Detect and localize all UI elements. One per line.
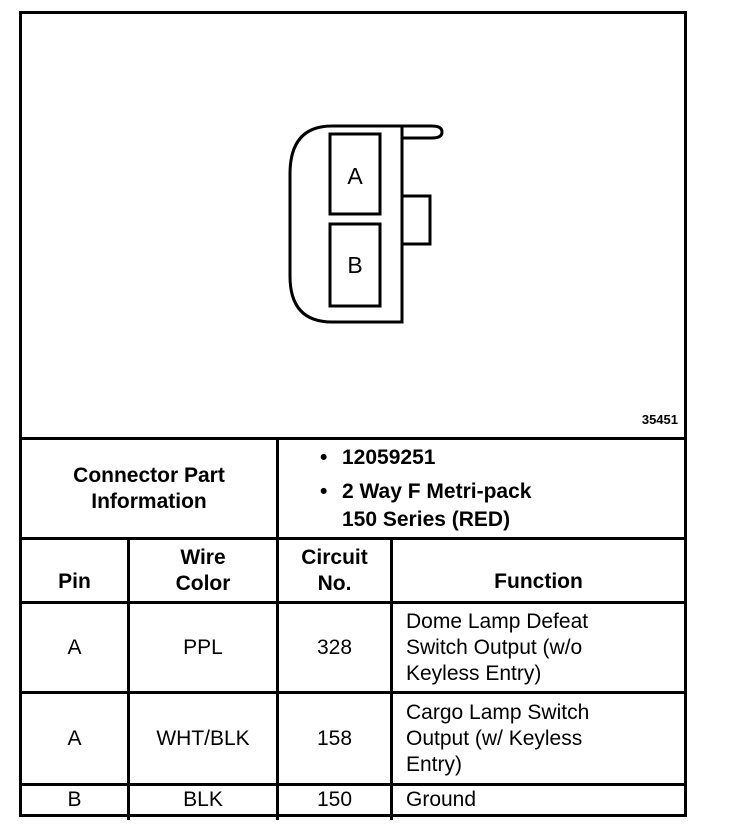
divider [22,437,684,440]
header-circuit-no: Circuit No. [301,545,368,595]
table-row-function: Cargo Lamp Switch Output (w/ Keyless Ent… [406,700,590,776]
cavity-a-label: A [347,163,363,189]
connector-info-values: •12059251 •2 Way F Metri-pack 150 Series… [320,444,680,534]
connector-info-label: Connector Part Information [22,440,276,537]
table-row-function: Ground [406,788,477,811]
table-row-circuit: 150 [316,788,353,811]
table-row-color: BLK [183,788,223,811]
table-row-circuit: 328 [316,635,353,659]
divider [127,537,130,820]
divider [390,537,393,820]
header-pin: Pin [58,570,91,593]
cavity-b-label: B [347,252,362,278]
divider [22,691,684,694]
connector-description: •2 Way F Metri-pack 150 Series (RED) [320,480,532,531]
header-wire-color: Wire Color [175,545,231,595]
table-row-circuit: 158 [316,726,353,750]
connector-face-drawing: A B [288,124,444,324]
header-function: Function [494,570,583,593]
cavity-b [328,222,382,308]
figure-id: 35451 [641,412,678,427]
divider [22,783,684,786]
connector-housing [288,124,432,324]
table-row-color: PPL [183,635,223,659]
lock-tab [400,194,432,246]
connector-frame: A B 35451 Connector Part Information •12… [19,11,687,820]
connector-diagram: A B 35451 [22,14,684,437]
table-row-pin: A [67,726,82,750]
table-row-function: Dome Lamp Defeat Switch Output (w/o Keyl… [406,609,589,685]
divider [276,437,279,820]
latch-tab [402,124,444,140]
connector-info-label-line1: Connector Part [73,463,225,487]
part-number: •12059251 [320,446,436,469]
divider [22,601,684,604]
divider [22,537,684,540]
table-row-pin: B [67,788,82,811]
table-row-pin: A [67,635,82,659]
table-row-color: WHT/BLK [156,726,250,750]
cavity-a [328,132,382,216]
connector-info-label-line2: Information [91,489,207,513]
